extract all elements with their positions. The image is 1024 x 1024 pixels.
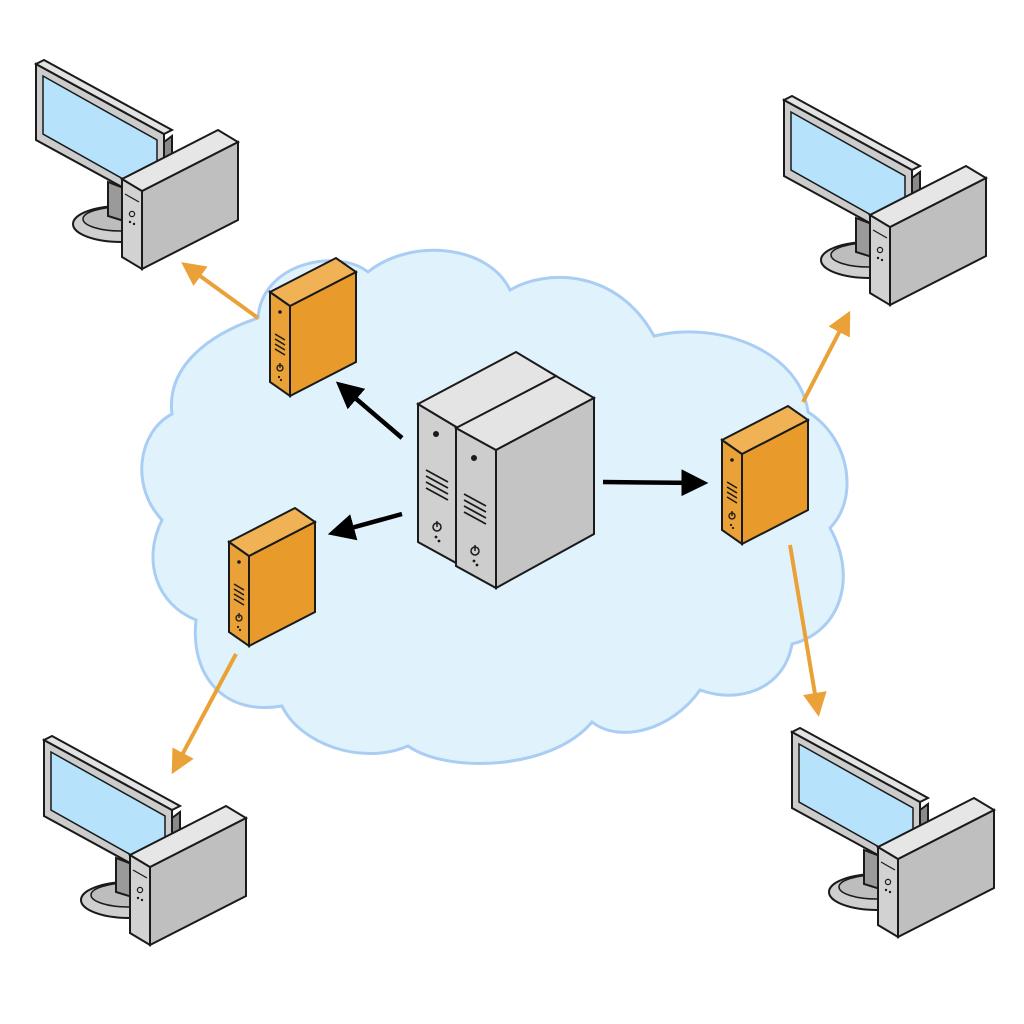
link-edge-top-left-to-client <box>181 262 260 320</box>
client-bottom-left <box>43 735 247 946</box>
client-bottom-right <box>791 727 995 938</box>
link-edge-right-to-client-bottom <box>788 544 827 717</box>
server-rack-icon <box>415 350 597 590</box>
link-edge-bottom-left-to-client <box>171 653 238 775</box>
client-top-right <box>783 95 987 306</box>
link-main-to-edge-top-left <box>335 381 404 440</box>
link-edge-right-to-client-top <box>801 310 851 403</box>
client-top-left <box>35 59 239 270</box>
link-main-to-edge-bottom-left <box>327 511 403 541</box>
link-main-to-edge-right <box>602 469 709 497</box>
